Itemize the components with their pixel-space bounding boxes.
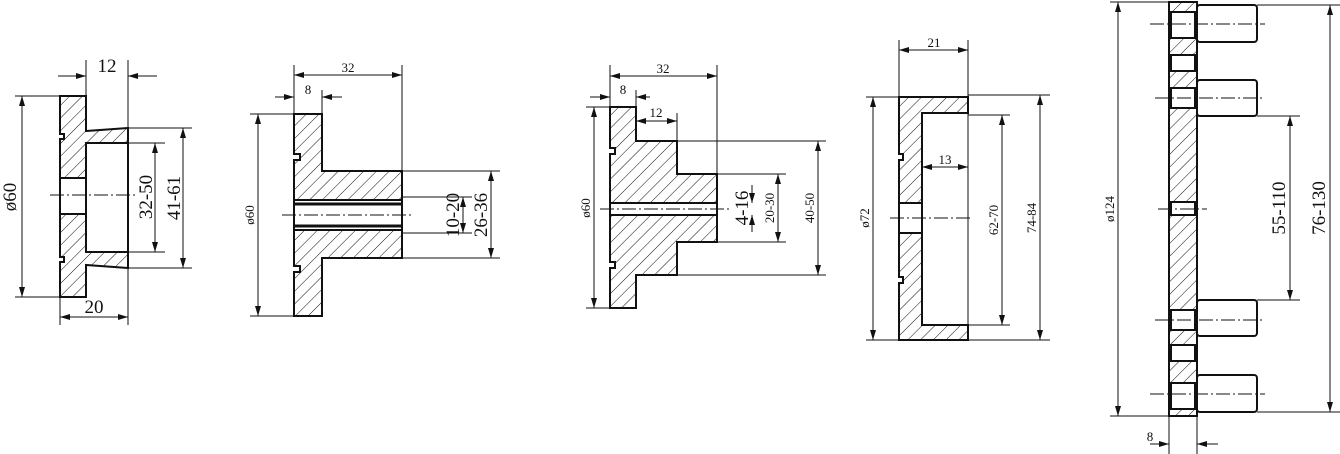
dim-26-36: 26-36 <box>471 193 492 237</box>
dim-41-61: 41-61 <box>164 176 185 220</box>
dim-32: 32 <box>657 61 670 76</box>
part-1: 12 20 ø60 32-50 41-61 <box>0 56 192 325</box>
dim-diameter-124: ø124 <box>1102 196 1117 223</box>
dim-4-16: 4-16 <box>732 191 753 226</box>
dim-76-130: 76-130 <box>1309 181 1330 235</box>
dim-74-84: 74-84 <box>1024 202 1039 233</box>
dim-8: 8 <box>620 82 627 97</box>
dim-40-50: 40-50 <box>802 193 817 223</box>
dim-diameter-60: ø60 <box>0 183 21 212</box>
dim-8: 8 <box>1147 429 1154 444</box>
dim-13: 13 <box>939 152 952 167</box>
dim-12: 12 <box>650 105 663 120</box>
part-4: 21 13 ø72 62-70 74-84 <box>857 35 1050 341</box>
dim-8: 8 <box>305 82 312 97</box>
dim-diameter-60: ø60 <box>242 205 257 225</box>
dim-20: 20 <box>85 297 104 318</box>
dim-62-70: 62-70 <box>986 205 1001 235</box>
dim-21: 21 <box>928 35 941 50</box>
dim-32: 32 <box>342 60 355 75</box>
dim-diameter-72: ø72 <box>857 208 872 228</box>
dim-55-110: 55-110 <box>1269 181 1290 234</box>
dim-20-30: 20-30 <box>762 193 777 223</box>
dim-diameter-60: ø60 <box>578 198 593 218</box>
dim-12: 12 <box>98 56 117 77</box>
dim-10-20: 10-20 <box>443 193 464 237</box>
dim-32-50: 32-50 <box>136 175 157 219</box>
part-5: ø124 55-110 76-130 8 <box>1102 1 1340 454</box>
part-2: 32 8 ø60 10-20 26-36 <box>242 60 500 317</box>
part-3: 32 8 12 ø60 4-16 20-30 40-50 <box>578 61 826 309</box>
